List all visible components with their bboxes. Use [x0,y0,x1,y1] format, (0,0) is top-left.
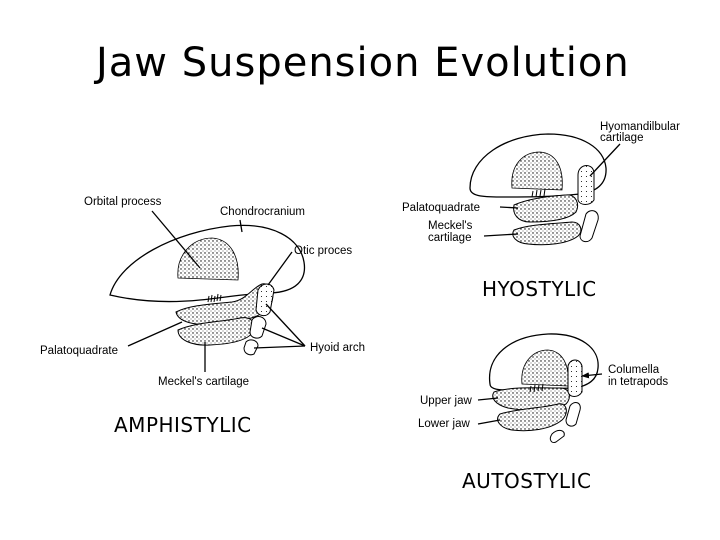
hyostylic-meckels [512,221,582,246]
label-amphi-palatoquadrate: Palatoquadrate [40,345,119,357]
leader-hyoid-1 [265,303,306,347]
amphistylic-chondrocranium-shape [109,224,306,303]
leader-hyomandibular [589,143,621,177]
amphistylic-hyoid-1 [255,283,275,317]
amphistylic-orbit [177,237,239,281]
autostylic-upper-jaw [492,387,570,411]
leader-lower-jaw [477,419,501,425]
leader-palatoquadrate [127,321,183,347]
leader-columella [581,372,603,379]
hyostylic-palatoquadrate [513,194,579,223]
label-amphi-meckels: Meckel's cartilage [158,376,250,388]
hyostylic-teeth [531,188,546,198]
leader-orbital-process [151,210,201,269]
leader-hyoid-2 [261,327,306,347]
autostylic-columella [567,359,583,397]
label-chondrocranium: Chondrocranium [220,206,306,218]
label-hyo-palatoquadrate: Palatoquadrate [402,202,481,214]
amphistylic-teeth [207,293,222,303]
leader-chondrocranium [239,219,243,233]
label-orbital-process: Orbital process [84,196,162,208]
leader-hy-palatoquadrate [499,206,519,209]
autostylic-lower-jaw [497,403,567,432]
amphistylic-hyoid-3 [243,339,259,356]
autostylic-hyoid-2 [549,429,565,443]
label-columella-line2: in tetrapods [608,376,669,388]
leader-upper-jaw [477,397,499,401]
autostylic-teeth [529,383,544,393]
label-hyoid-arch: Hyoid arch [310,342,365,354]
autostylic-hyoid-1 [565,402,581,427]
label-hyomandibular-line2: cartilage [600,132,644,144]
hyostylic-drawing [469,133,621,246]
caption-amphistylic: AMPHISTYLIC [114,413,252,437]
label-hyo-meckels-line2: cartilage [428,232,472,244]
label-hyomandibular-line1: Hyomandilbular [600,121,680,133]
leader-hyoid-3 [253,345,306,349]
leader-otic-process [267,251,293,286]
label-otic-process: Otic proces [294,245,353,257]
hyostylic-hyoid [579,210,599,243]
hyostylic-hyomandibular [577,165,595,205]
label-upper-jaw: Upper jaw [420,395,472,407]
leader-hy-meckels [483,233,519,237]
caption-autostylic: AUTOSTYLIC [462,469,592,493]
autostylic-drawing [477,333,603,443]
autostylic-orbit [521,349,569,387]
amphistylic-hyoid-2 [249,316,267,339]
autostylic-cranium-shape [488,333,599,391]
hyostylic-cranium-shape [469,133,607,198]
label-lower-jaw: Lower jaw [418,418,470,430]
label-hyo-meckels-line1: Meckel's [428,220,473,232]
amphistylic-drawing [109,210,306,372]
slide-title: Jaw Suspension Evolution [96,40,630,86]
label-columella-line1: Columella [608,364,660,376]
caption-hyostylic: HYOSTYLIC [482,277,597,301]
hyostylic-orbit [511,151,563,191]
